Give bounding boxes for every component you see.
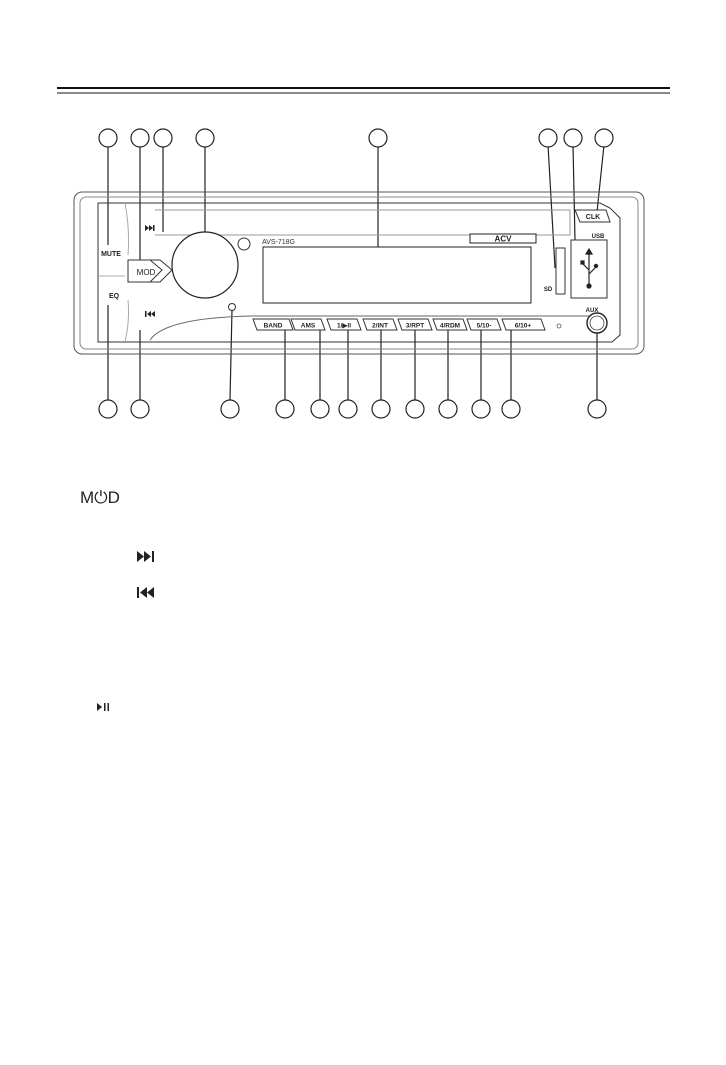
usb-port-label: USB bbox=[592, 234, 605, 240]
svg-text:6/10+: 6/10+ bbox=[515, 323, 532, 330]
callout-16 bbox=[405, 399, 425, 419]
callout-15 bbox=[371, 399, 391, 419]
mod-button-label: MOD bbox=[137, 268, 156, 277]
callout-4 bbox=[195, 128, 215, 148]
callout-20 bbox=[587, 399, 607, 419]
callout-17 bbox=[438, 399, 458, 419]
usb-icon bbox=[580, 247, 599, 289]
mute-button-label[interactable]: MUTE bbox=[101, 251, 121, 258]
callout-18 bbox=[471, 399, 491, 419]
callout-8 bbox=[594, 128, 614, 148]
legend-play-pause-icon bbox=[97, 703, 109, 711]
reset-hole[interactable] bbox=[228, 303, 236, 311]
callout-10 bbox=[130, 399, 150, 419]
legend-next-track-icon bbox=[137, 551, 154, 562]
faceplate bbox=[97, 202, 621, 343]
callout-5 bbox=[368, 128, 388, 148]
callout-13 bbox=[310, 399, 330, 419]
svg-text:2/INT: 2/INT bbox=[372, 323, 388, 330]
svg-text:M⏻D: M⏻D bbox=[80, 488, 120, 507]
clk-button[interactable]: CLK bbox=[574, 209, 611, 223]
preset-1-play-pause-button[interactable]: 1/▶II bbox=[326, 318, 362, 331]
svg-text:5/10-: 5/10- bbox=[477, 323, 492, 330]
legend-previous-track-icon bbox=[137, 587, 154, 598]
svg-text:3/RPT: 3/RPT bbox=[406, 323, 424, 330]
callout-7 bbox=[563, 128, 583, 148]
svg-text:4/RDM: 4/RDM bbox=[440, 323, 460, 330]
model-label: AVS-718G bbox=[262, 239, 295, 246]
sd-slot-label: SD bbox=[544, 287, 553, 293]
sd-card-slot[interactable] bbox=[555, 247, 566, 295]
callout-19 bbox=[501, 399, 521, 419]
ir-sensor bbox=[237, 237, 251, 251]
preset-3-rpt-button[interactable]: 3/RPT bbox=[397, 318, 433, 331]
next-track-icon[interactable] bbox=[145, 225, 155, 231]
band-button[interactable]: BAND bbox=[252, 318, 294, 331]
preset-button-row: BAND AMS 1/▶II 2/INT 3/RPT 4/RDM 5/10- bbox=[252, 318, 546, 331]
callout-11 bbox=[220, 399, 240, 419]
usb-port[interactable] bbox=[570, 239, 608, 299]
header-rule bbox=[57, 87, 670, 94]
preset-5-button[interactable]: 5/10- bbox=[466, 318, 502, 331]
radio-chassis bbox=[73, 191, 645, 355]
ams-button[interactable]: AMS bbox=[290, 318, 326, 331]
acv-logo: ACV bbox=[469, 233, 537, 244]
indicator-led bbox=[556, 323, 562, 329]
svg-text:ACV: ACV bbox=[495, 235, 513, 244]
preset-4-rdm-button[interactable]: 4/RDM bbox=[432, 318, 468, 331]
button-strip-arc bbox=[149, 315, 600, 341]
legend-mod-icon: M⏻D bbox=[80, 488, 120, 507]
eq-button-label[interactable]: EQ bbox=[109, 293, 120, 300]
aux-label: AUX bbox=[586, 308, 599, 314]
volume-knob[interactable] bbox=[171, 231, 239, 299]
callout-3 bbox=[153, 128, 173, 148]
callout-1 bbox=[98, 128, 118, 148]
callout-6 bbox=[538, 128, 558, 148]
preset-2-int-button[interactable]: 2/INT bbox=[362, 318, 398, 331]
svg-text:BAND: BAND bbox=[264, 323, 283, 330]
mod-button[interactable]: MOD bbox=[127, 259, 173, 283]
previous-track-icon[interactable] bbox=[145, 311, 155, 317]
callout-12 bbox=[275, 399, 295, 419]
callout-9 bbox=[98, 399, 118, 419]
lcd-display bbox=[262, 246, 532, 304]
callout-2 bbox=[130, 128, 150, 148]
svg-text:AMS: AMS bbox=[301, 323, 316, 330]
svg-text:1/▶II: 1/▶II bbox=[337, 323, 351, 330]
preset-6-button[interactable]: 6/10+ bbox=[501, 318, 546, 331]
svg-text:CLK: CLK bbox=[586, 214, 600, 221]
callout-14 bbox=[338, 399, 358, 419]
aux-input-jack[interactable] bbox=[586, 312, 608, 334]
